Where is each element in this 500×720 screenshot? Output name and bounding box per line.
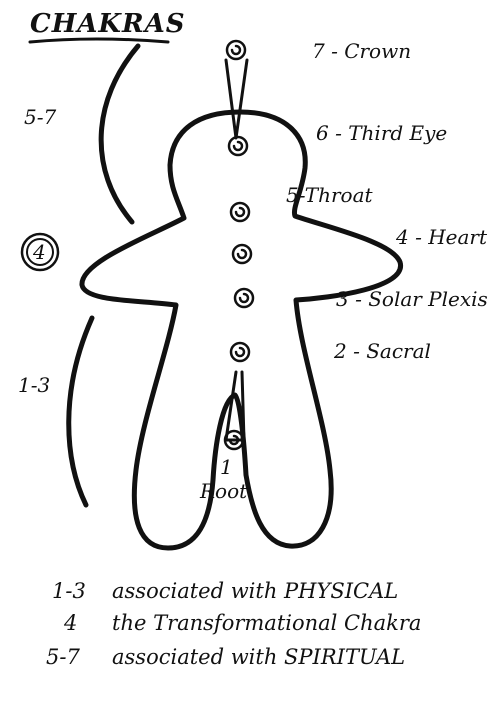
- chakra-label-root: Root: [199, 479, 248, 503]
- spiral-icon: [229, 341, 251, 363]
- chakra-label-heart: 4 - Heart: [395, 225, 488, 249]
- legend-key-spiritual: 5-7: [46, 645, 80, 669]
- heart-group-marker: 4: [20, 232, 60, 272]
- upper-group-arc: [98, 43, 141, 225]
- legend-text-physical: associated with PHYSICAL: [112, 579, 398, 603]
- chakra-number-root: 1: [220, 455, 233, 479]
- spiral-icon: [223, 429, 245, 451]
- upper-group-label: 5-7: [24, 105, 56, 129]
- title-underline: [28, 37, 170, 44]
- legend-text-transformational: the Transformational Chakra: [112, 611, 421, 635]
- chakra-label-sacral: 2 - Sacral: [333, 339, 431, 363]
- chakra-label-third-eye: 6 - Third Eye: [316, 121, 447, 145]
- legend-text-spiritual: associated with SPIRITUAL: [112, 645, 405, 669]
- spiral-icon: [231, 243, 253, 265]
- chakra-label-crown: 7 - Crown: [312, 39, 411, 63]
- diagram-title: CHAKRAS: [30, 9, 186, 39]
- spiral-icon: [233, 287, 255, 309]
- lower-group-arc: [66, 315, 95, 508]
- chakra-label-solar-plexis: 3 - Solar Plexis: [336, 287, 488, 311]
- body-outline: [79, 109, 403, 551]
- chakra-label-throat: 5-Throat: [286, 183, 374, 207]
- spiral-icon: [227, 135, 249, 157]
- root-pointer: [224, 370, 246, 442]
- crown-pointer: [224, 58, 249, 140]
- legend: 1-3 associated with PHYSICAL 4 the Trans…: [46, 579, 421, 669]
- spiral-icon: [225, 39, 247, 61]
- legend-key-physical: 1-3: [52, 579, 86, 603]
- legend-key-transformational: 4: [63, 611, 77, 635]
- middle-group-label: 4: [32, 240, 46, 264]
- spiral-icon: [229, 201, 251, 223]
- lower-group-label: 1-3: [18, 373, 50, 397]
